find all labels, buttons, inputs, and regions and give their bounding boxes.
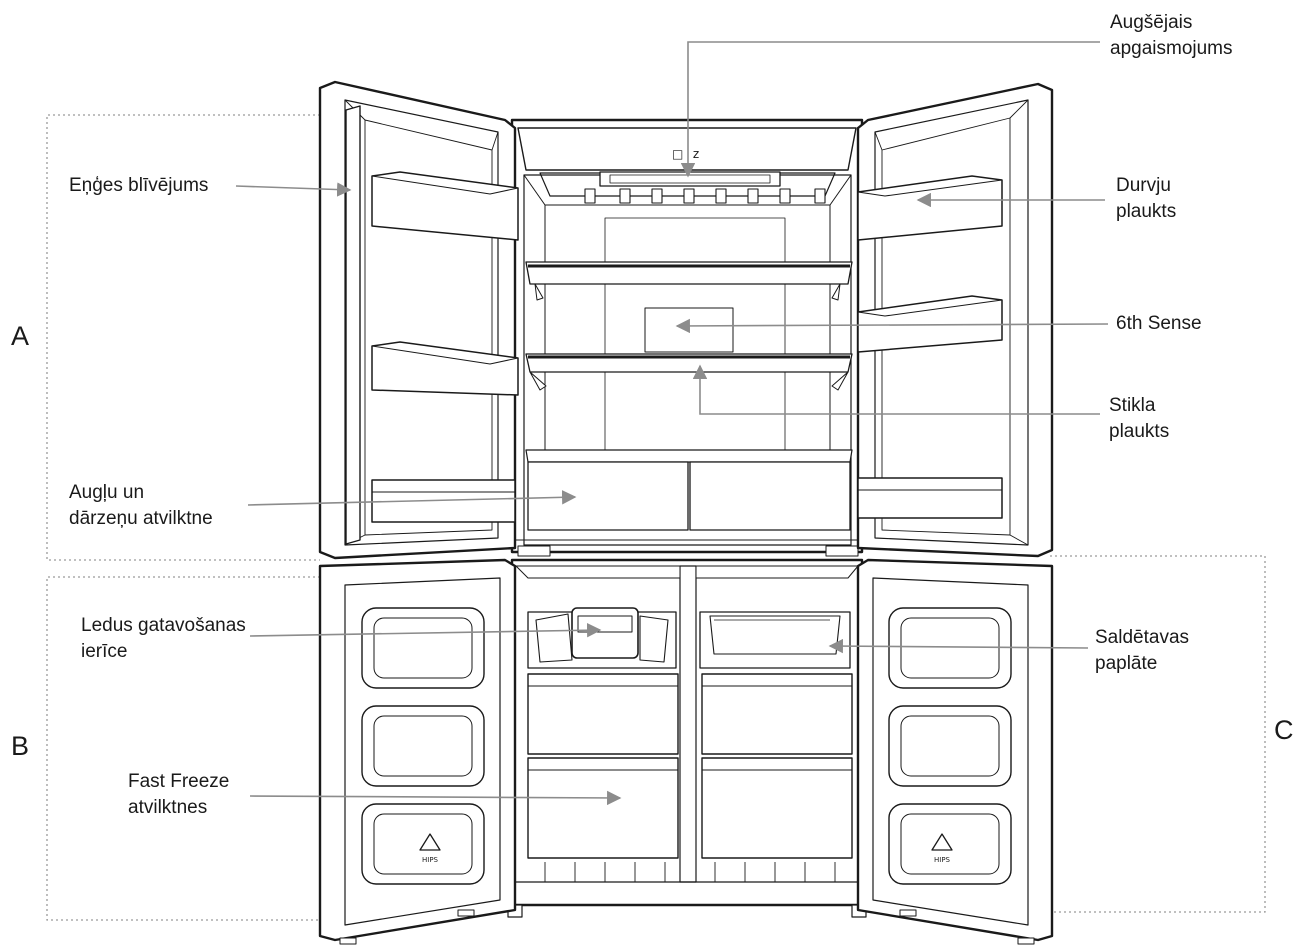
label-freezer-tray-line1: Saldētavas: [1095, 627, 1190, 648]
label-hinge-seal-line1: Eņģes blīvējums: [69, 175, 209, 196]
label-glass-shelf-line1: Stikla: [1109, 395, 1156, 416]
recycle-mark-right: HIPS: [934, 856, 951, 864]
arrow-ice-maker: [249, 623, 602, 638]
recycle-icon-right: [931, 833, 953, 851]
freezer-drawers-left: [527, 673, 679, 859]
glass-shelf-lower: [525, 353, 853, 391]
crisper-drawers: [512, 449, 862, 541]
sixth-sense-panel: [644, 307, 734, 353]
label-ice-maker-line1: Ledus gatavošanas: [81, 615, 246, 636]
arrow-sixth-sense: [675, 318, 1109, 334]
label-freezer-tray-line2: paplāte: [1095, 653, 1158, 674]
right-door-bins: [857, 175, 1003, 519]
label-sixth-sense-line1: 6th Sense: [1116, 313, 1202, 334]
section-b-bracket: [46, 576, 320, 921]
label-glass-shelf: Stikla plaukts: [1109, 393, 1169, 445]
label-glass-shelf-line2: plaukts: [1109, 421, 1170, 442]
label-top-light: Augšējais apgaismojums: [1110, 10, 1233, 62]
section-a-label: A: [11, 321, 30, 351]
arrow-freezer-tray: [828, 638, 1089, 654]
label-crisper-line2: dārzeņu atvilktne: [69, 508, 213, 529]
ice-maker: [527, 607, 677, 669]
label-crisper: Augļu un dārzeņu atvilktne: [69, 480, 213, 532]
svg-text:□ z: □ z: [672, 147, 699, 161]
label-ice-maker: Ledus gatavošanas ierīce: [81, 613, 246, 665]
freezer-drawers-right: [701, 673, 853, 859]
recycle-icon-left: [419, 833, 441, 851]
arrow-hinge-seal: [235, 182, 352, 197]
section-c-bracket: [1050, 555, 1266, 913]
label-fast-freeze: Fast Freeze atvilktnes: [128, 769, 229, 821]
section-b-label: B: [11, 731, 30, 761]
label-door-shelf: Durvju plaukts: [1116, 173, 1176, 225]
label-sixth-sense: 6th Sense: [1116, 311, 1202, 337]
hinge-seal: [345, 105, 361, 545]
label-fast-freeze-line2: atvilktnes: [128, 797, 208, 818]
left-lower-door: [318, 558, 517, 945]
glass-shelf-upper: [525, 261, 853, 301]
label-top-light-line2: apgaismojums: [1110, 38, 1233, 59]
arrow-crisper: [247, 490, 577, 506]
label-hinge-seal: Eņģes blīvējums: [69, 173, 208, 199]
freezer-tray: [699, 611, 851, 669]
recycle-mark-left: HIPS: [422, 856, 439, 864]
label-ice-maker-line2: ierīce: [81, 641, 128, 662]
section-a-bracket: [46, 114, 320, 561]
right-lower-door: [856, 558, 1054, 945]
label-top-light-line1: Augšējais: [1110, 12, 1193, 33]
arrow-fast-freeze: [249, 790, 622, 806]
label-door-shelf-line2: plaukts: [1116, 201, 1177, 222]
arrow-top-light: [680, 41, 1100, 178]
label-freezer-tray: Saldētavas paplāte: [1095, 625, 1189, 677]
label-crisper-line1: Augļu un: [69, 482, 145, 503]
section-c-label: C: [1274, 715, 1294, 745]
label-fast-freeze-line1: Fast Freeze: [128, 771, 230, 792]
label-door-shelf-line1: Durvju: [1116, 175, 1171, 196]
arrow-glass-shelf: [692, 364, 1100, 415]
